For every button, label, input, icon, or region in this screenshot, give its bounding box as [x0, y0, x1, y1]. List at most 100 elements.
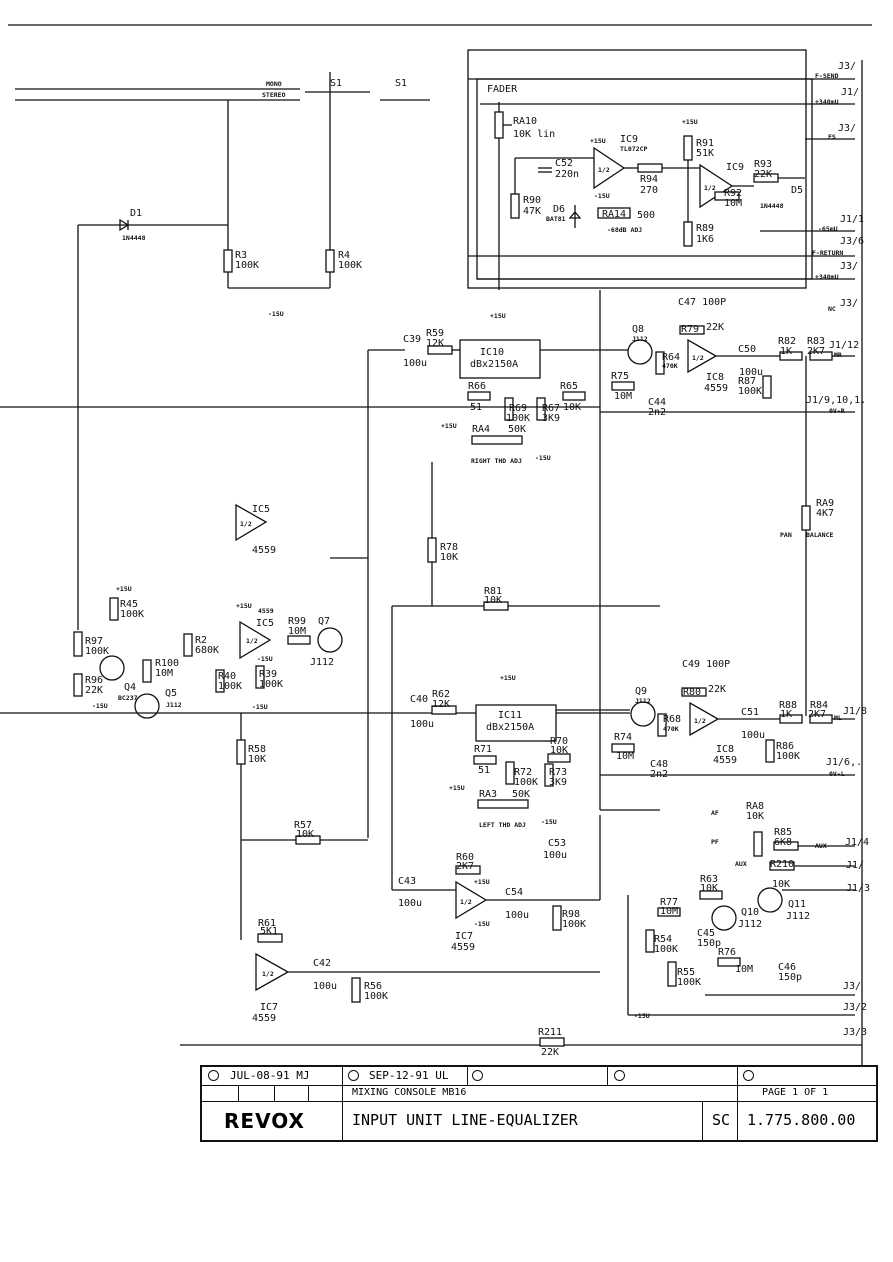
c49-label: C49 100P	[682, 659, 730, 670]
fader-label: FADER	[487, 84, 518, 95]
r58-label: R58	[248, 744, 266, 755]
m15h-label: -15U	[634, 1012, 650, 1020]
r85v-label: 6K8	[774, 837, 792, 848]
c54v-label: 100u	[505, 910, 529, 921]
f-send-label: F-SEND	[815, 72, 839, 80]
r92v-label: 10M	[724, 198, 742, 209]
r60-label: R60	[456, 852, 474, 863]
r77-label: R77	[660, 897, 678, 908]
r100v-label: 10M	[155, 668, 173, 679]
fs-label: FS	[828, 133, 836, 141]
ic10t-label: dBx2150A	[470, 359, 518, 370]
m15a-label: -15U	[594, 192, 610, 200]
r88-label: R88	[779, 700, 797, 711]
j3-340-pin-label: J3/	[840, 261, 858, 272]
r74-label: R74	[614, 732, 632, 743]
ra10-value: 10K lin	[513, 129, 555, 140]
half-label: 1/2	[692, 354, 704, 362]
revision-3-marker	[472, 1070, 483, 1081]
j1-65-pin-label: J1/1	[840, 214, 864, 225]
pan-label: PAN	[780, 531, 792, 539]
r40-label: R40	[218, 671, 236, 682]
j1-4-label: J1/4	[845, 837, 869, 848]
r82-label: R82	[778, 336, 796, 347]
ra4-label: RA4	[472, 424, 490, 435]
r57v-label: 10K	[296, 829, 314, 840]
r63v-label: 10K	[700, 883, 718, 894]
r79-label: R79	[681, 324, 699, 335]
r210v-label: 10K	[772, 879, 790, 890]
r70v-label: 10K	[550, 745, 568, 756]
ra9-label: RA9	[816, 498, 834, 509]
c39v-label: 100u	[403, 358, 427, 369]
r57-label: R57	[294, 820, 312, 831]
r81-label: R81	[484, 586, 502, 597]
half-label: 1/2	[704, 184, 716, 192]
right-channel-section: C39 100u R59 12K IC10 dBx2150A +15U R66 …	[368, 297, 855, 465]
c40-label: C40	[410, 694, 428, 705]
r39v-label: 100K	[259, 679, 283, 690]
d5-label: D5	[791, 185, 803, 196]
q5t-label: J112	[166, 701, 182, 709]
half-label: 1/2	[246, 637, 258, 645]
r89v-label: 1K6	[696, 234, 714, 245]
r2v-label: 680K	[195, 645, 219, 656]
r65-label: R65	[560, 381, 578, 392]
c52-label: C52	[555, 158, 573, 169]
c50v-label: 100u	[739, 367, 763, 378]
r84v-label: 2K7	[808, 709, 826, 720]
j1-9-label: J1/9,10,1.	[806, 395, 866, 406]
ic10-label: IC10	[480, 347, 504, 358]
j3-pfloff-label: J3/2	[843, 1002, 867, 1013]
c45-label: C45	[697, 928, 715, 939]
r61v-label: 5K1	[260, 926, 278, 937]
ra3-label: RA3	[479, 789, 497, 800]
rthd-label: RIGHT THD ADJ	[471, 457, 522, 465]
ic7bt-label: 4559	[252, 1013, 276, 1024]
half-label: 1/2	[694, 717, 706, 725]
r3v-label: 100K	[235, 260, 259, 271]
r210-label: R210	[770, 859, 794, 870]
m15f-label: -15U	[252, 703, 268, 711]
half-label: 1/2	[240, 520, 252, 528]
r84-label: R84	[810, 700, 828, 711]
r87v-label: 100K	[738, 386, 762, 397]
ra3v-label: 50K	[512, 789, 530, 800]
c48-label: C48	[650, 759, 668, 770]
r56v-label: 100K	[364, 991, 388, 1002]
r80v-label: 22K	[708, 684, 726, 695]
f-return-label: F-RETURN	[812, 249, 843, 257]
m15d-label: -15U	[257, 655, 273, 663]
m15b-label: -15U	[268, 310, 284, 318]
c40v-label: 100u	[410, 719, 434, 730]
mr-label: MR	[834, 351, 842, 359]
ic9a-type: TL072CP	[620, 145, 647, 153]
ic8at-label: 4559	[704, 383, 728, 394]
revision-2: SEP-12-91 UL	[369, 1069, 449, 1082]
j3-6-pin-label: J3/6	[840, 236, 864, 247]
c45v-label: 150p	[697, 938, 721, 949]
r83-label: R83	[807, 336, 825, 347]
revision-1: JUL-08-91 MJ	[230, 1069, 310, 1082]
v65-label: -65mU	[818, 225, 838, 233]
r76-label: R76	[718, 947, 736, 958]
ra14v-label: 500	[637, 210, 655, 221]
ic7-section: R57 10K R58 10K C43 100u R60 2K7 1/2 +15…	[236, 606, 601, 1058]
r78-label: R78	[440, 542, 458, 553]
r72-label: R72	[514, 767, 532, 778]
s1b-label: S1	[395, 78, 407, 89]
r54-label: R54	[654, 934, 672, 945]
nc-label: NC	[828, 305, 836, 313]
r78v-label: 10K	[440, 552, 458, 563]
p15b-label: +15U	[682, 118, 698, 126]
d5t-label: 1N4448	[760, 202, 784, 210]
r3-label: R3	[235, 250, 247, 261]
project-name: MIXING CONSOLE MB16	[352, 1087, 467, 1098]
balance-label: BALANCE	[806, 531, 833, 539]
revision-4-marker	[614, 1070, 625, 1081]
j1-3-label: J1/3	[846, 883, 870, 894]
c46v-label: 150p	[778, 972, 802, 983]
p15e-label: +15U	[116, 585, 132, 593]
r86-label: R86	[776, 741, 794, 752]
